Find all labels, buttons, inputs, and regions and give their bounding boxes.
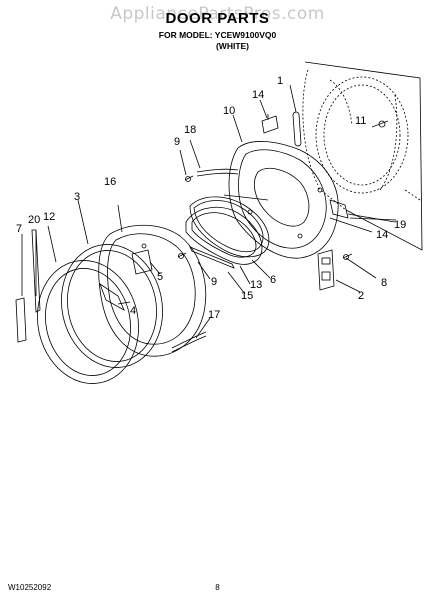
door-trim-ring (61, 199, 163, 368)
callout-16: 16 (104, 176, 116, 188)
callout-10: 10 (223, 105, 235, 117)
callout-15: 15 (241, 290, 253, 302)
screw-11 (371, 120, 389, 128)
door-handle (99, 282, 125, 311)
callout-14-top: 14 (252, 89, 264, 101)
model-info: FOR MODEL: YCEW9100VQ0 (WHITE) (0, 30, 435, 52)
door-strip (189, 246, 235, 269)
callout-5: 5 (157, 271, 163, 283)
page-number: 8 (215, 583, 220, 592)
callout-13: 13 (250, 279, 262, 291)
door-glass (185, 206, 263, 265)
door-latch (317, 249, 335, 291)
callout-3: 3 (74, 191, 80, 203)
door-hinge-19 (329, 199, 396, 223)
callout-1: 1 (277, 75, 283, 87)
hinge-pin (289, 84, 302, 147)
callout-14-bottom: 14 (376, 229, 388, 241)
color-line: (WHITE) (215, 41, 250, 51)
screw-8 (342, 253, 353, 260)
document-number: W10252092 (8, 583, 52, 592)
callout-17: 17 (208, 309, 220, 321)
door-wire-17 (171, 317, 211, 353)
inner-door-panel (228, 114, 339, 259)
callout-8: 8 (381, 277, 387, 289)
leader-lines (117, 194, 397, 305)
page-title: DOOR PARTS (165, 10, 270, 27)
callout-labels: 1 14 10 18 9 11 16 3 20 7 12 5 19 14 6 1… (16, 75, 406, 321)
callout-2: 2 (358, 290, 364, 302)
watermark: AppliancePartsPros.com (110, 4, 325, 24)
callout-7: 7 (16, 223, 22, 235)
callout-9-upper: 9 (174, 136, 180, 148)
callout-4: 4 (130, 305, 136, 317)
door-pad (15, 234, 27, 343)
hinge-bracket-top (259, 99, 279, 134)
callout-18: 18 (184, 124, 196, 136)
callout-12: 12 (43, 211, 55, 223)
hinge-bracket-5 (131, 243, 153, 275)
model-line: FOR MODEL: YCEW9100VQ0 (158, 30, 277, 40)
callout-6: 6 (270, 274, 276, 286)
outer-door-panel (37, 225, 139, 384)
wire-harness (189, 139, 239, 177)
outer-door-liner (98, 204, 207, 357)
screw-9-upper (179, 149, 194, 182)
callout-19: 19 (394, 219, 406, 231)
callout-11: 11 (355, 115, 366, 127)
door-seal-strip (31, 229, 41, 313)
callout-20: 20 (28, 214, 40, 226)
screw-9-lower (177, 252, 187, 259)
cabinet-front-panel (302, 61, 423, 251)
callout-9-lower: 9 (211, 276, 217, 288)
glass-gasket (189, 196, 270, 258)
